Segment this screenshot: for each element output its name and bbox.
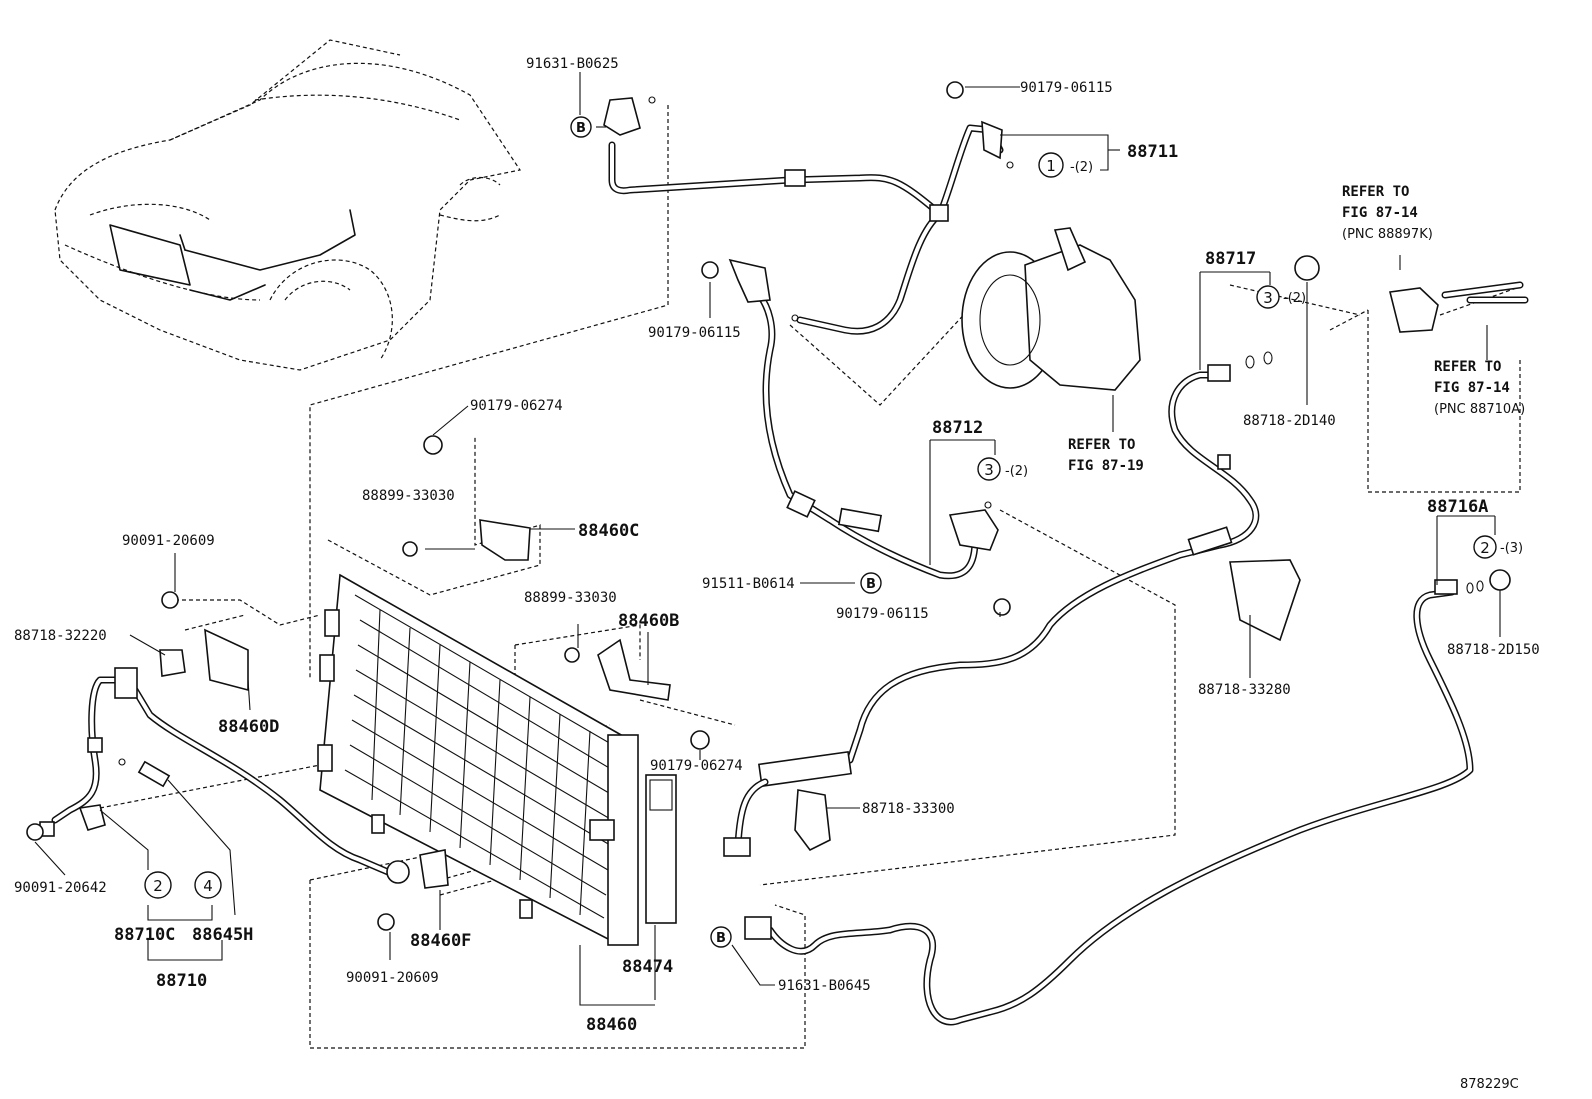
label-91631-B0625: 91631-B0625	[526, 56, 619, 72]
label-90179-06115-mid: 90179-06115	[648, 325, 741, 341]
label-88718-33280: 88718-33280	[1198, 682, 1291, 698]
circled-number-3-b: 3	[1256, 285, 1280, 309]
hose-88717	[723, 364, 1260, 857]
svg-text:B: B	[716, 931, 726, 946]
hose-88716A	[744, 579, 1474, 1026]
label-88899-33030-a: 88899-33030	[362, 488, 455, 504]
svg-text:2: 2	[153, 877, 163, 895]
ref-87-14-bot-line3: (PNC 88710A)	[1434, 402, 1525, 417]
compressor	[961, 227, 1141, 391]
label-91511-B0614: 91511-B0614	[702, 576, 795, 592]
label-88711-qty: -(2)	[1070, 160, 1093, 175]
callout-b-middle: B	[860, 572, 882, 594]
label-88460D: 88460D	[218, 717, 279, 737]
svg-text:B: B	[576, 121, 586, 136]
label-90179-06115-low: 90179-06115	[836, 606, 929, 622]
label-88460B: 88460B	[618, 611, 679, 631]
label-88718-32220: 88718-32220	[14, 628, 107, 644]
label-88717: 88717	[1205, 249, 1256, 269]
label-90179-06274-b: 90179-06274	[650, 758, 743, 774]
label-90091-20609-b: 90091-20609	[346, 970, 439, 986]
label-88710C: 88710C	[114, 925, 175, 945]
circled-number-1: 1	[1038, 152, 1064, 178]
label-88716A-qty: -(3)	[1500, 541, 1523, 556]
label-88710: 88710	[156, 971, 207, 991]
diagram-id: 878229C	[1460, 1077, 1519, 1092]
label-88718-33300: 88718-33300	[862, 801, 955, 817]
circled-number-2-a: 2	[1473, 535, 1497, 559]
label-88712: 88712	[932, 418, 983, 438]
svg-text:4: 4	[203, 877, 213, 895]
tube-88710	[39, 667, 410, 884]
clamp-88718-33300	[794, 789, 831, 852]
label-88460C: 88460C	[578, 521, 639, 541]
svg-text:3: 3	[1263, 289, 1273, 307]
label-88718-2D150: 88718-2D150	[1447, 642, 1540, 658]
ref-87-14-top-line2: FIG 87-14	[1342, 205, 1418, 221]
svg-text:1: 1	[1046, 157, 1056, 175]
engine-bay-pipes	[109, 209, 356, 301]
ref-87-19-line2: FIG 87-19	[1068, 458, 1144, 474]
label-88717-qty: -(2)	[1283, 291, 1306, 306]
label-90179-06274-a: 90179-06274	[470, 398, 563, 414]
label-90091-20642: 90091-20642	[14, 880, 107, 896]
label-88460F: 88460F	[410, 931, 471, 951]
svg-text:3: 3	[984, 461, 994, 479]
label-88899-33030-b: 88899-33030	[524, 590, 617, 606]
ref-87-14-bot-line2: FIG 87-14	[1434, 380, 1510, 396]
ref-87-19-line1: REFER TO	[1068, 437, 1135, 453]
ref-87-14-top-line3: (PNC 88897K)	[1342, 227, 1433, 242]
label-90091-20609-a: 90091-20609	[122, 533, 215, 549]
dashed-boundaries	[99, 105, 1526, 1049]
hose-88711	[603, 97, 1004, 335]
label-88645H: 88645H	[192, 925, 253, 945]
label-88711: 88711	[1127, 142, 1178, 162]
condenser-88460	[317, 573, 639, 946]
bracket-88460B	[597, 638, 671, 701]
circled-number-4: 4	[194, 871, 222, 899]
block-fitting-88897K	[1389, 287, 1439, 333]
receiver-88474	[645, 774, 677, 924]
callout-b-top: B	[570, 116, 592, 138]
label-88716A: 88716A	[1427, 497, 1488, 517]
svg-text:B: B	[866, 577, 876, 592]
svg-text:2: 2	[1480, 539, 1490, 557]
fasteners	[26, 81, 1511, 931]
label-90179-06115-top: 90179-06115	[1020, 80, 1113, 96]
bracket-88460F	[419, 849, 449, 889]
ref-87-14-bot-line1: REFER TO	[1434, 359, 1501, 375]
circled-number-3-a: 3	[977, 457, 1001, 481]
label-88718-2D140: 88718-2D140	[1243, 413, 1336, 429]
clamp-88718-33280	[1229, 559, 1301, 642]
label-88460: 88460	[586, 1015, 637, 1035]
label-91631-B0645: 91631-B0645	[778, 978, 871, 994]
circled-number-2-b: 2	[144, 871, 172, 899]
callout-b-bottom: B	[710, 926, 732, 948]
vehicle-outline	[54, 39, 521, 371]
bracket-88718-32220	[159, 649, 186, 677]
ref-87-14-top-line1: REFER TO	[1342, 184, 1409, 200]
bracket-88460C	[479, 519, 531, 561]
bracket-88460D	[204, 628, 249, 692]
hose-88712	[728, 258, 999, 580]
label-88712-qty: -(2)	[1005, 464, 1028, 479]
leader-lines	[34, 72, 1501, 1006]
label-88474: 88474	[622, 957, 673, 977]
